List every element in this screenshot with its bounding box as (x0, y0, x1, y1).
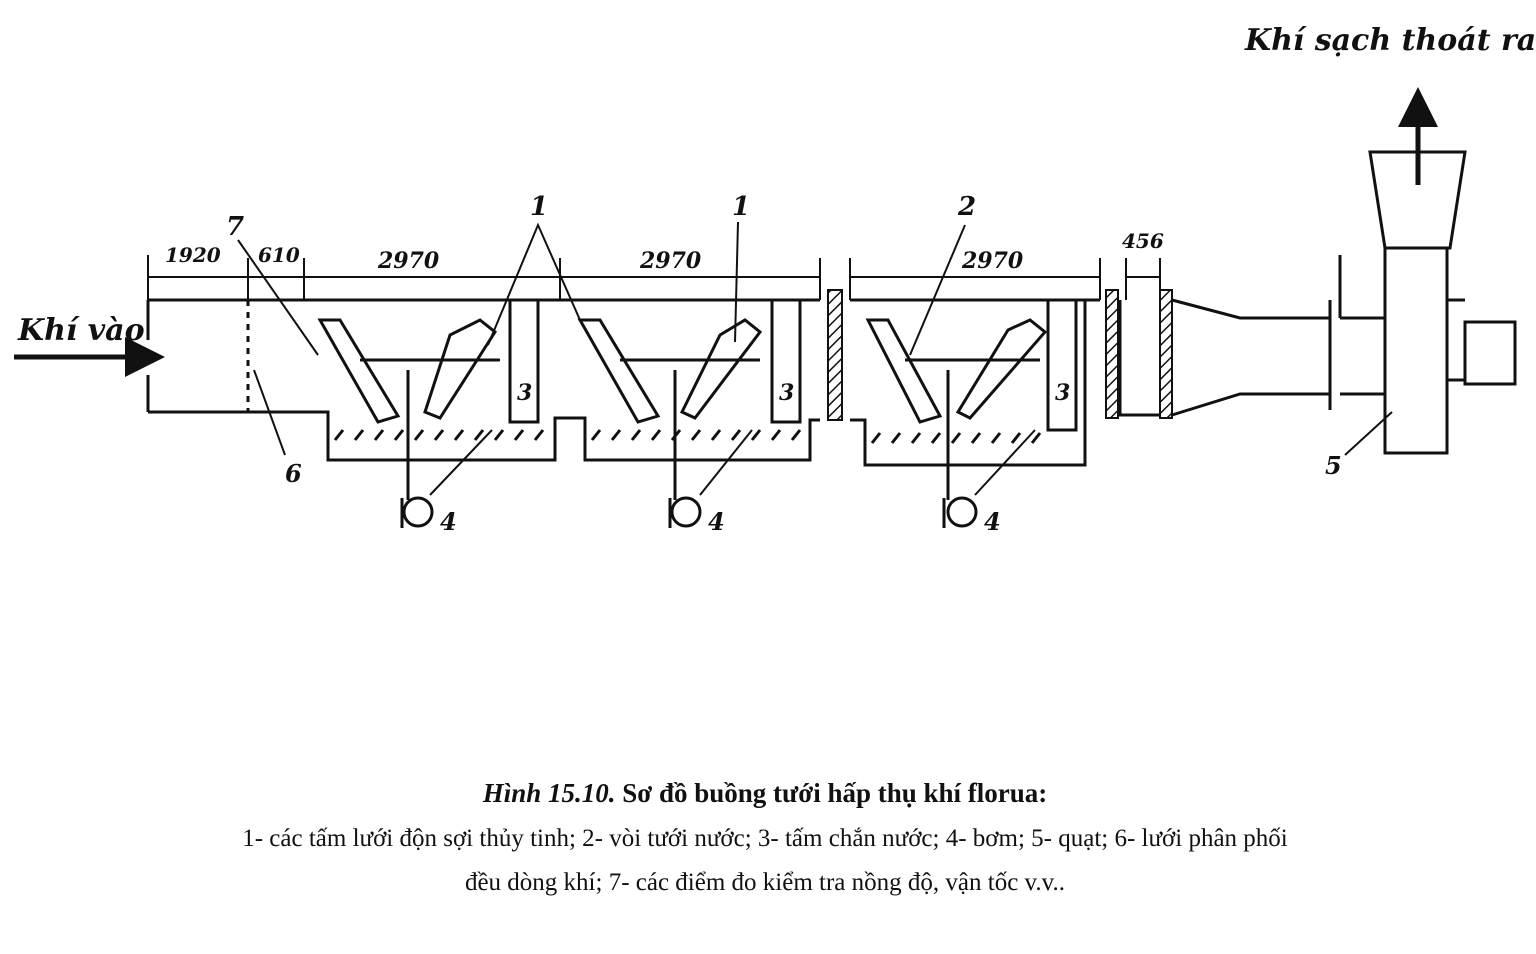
callout-4: 4 (708, 507, 725, 536)
dim-label: 610 (258, 243, 300, 267)
dim-label: 2970 (377, 248, 440, 274)
callout-2: 2 (957, 192, 976, 222)
figure-caption: Hình 15.10. Sơ đồ buồng tưới hấp thụ khí… (100, 778, 1430, 905)
callout-6: 6 (285, 459, 302, 488)
transition-duct (1171, 255, 1385, 417)
callout-4: 4 (440, 507, 457, 536)
caption-title-text: Sơ đồ buồng tưới hấp thụ khí florua: (622, 778, 1048, 808)
dim-label: 2970 (961, 248, 1024, 274)
outlet-label: Khí sạch thoát ra (1244, 23, 1536, 58)
scrubber-diagram: Khí vào 1920 610 2970 2970 2970 456 (14, 23, 1536, 536)
callout-1: 1 (732, 192, 750, 222)
flange-right (1159, 289, 1173, 419)
figure-number: Hình 15.10. (482, 778, 616, 808)
duct-body (146, 298, 1160, 467)
pumps (400, 370, 978, 528)
mesh-plates-2 (577, 298, 802, 424)
caption-line: đều dòng khí; 7- các điểm đo kiểm tra nồ… (464, 869, 1066, 896)
callout-4: 4 (984, 507, 1001, 536)
sump-teeth (333, 429, 1042, 444)
dim-label: 2970 (639, 248, 702, 274)
callout-3: 3 (779, 380, 794, 406)
mesh-plates-1 (317, 298, 540, 424)
separator-wall (827, 289, 843, 421)
fan (1368, 150, 1517, 455)
callout-7: 7 (226, 212, 244, 242)
callout-3: 3 (1055, 380, 1070, 406)
caption-line: 1- các tấm lưới độn sợi thủy tinh; 2- vò… (242, 825, 1288, 852)
callout-3: 3 (517, 380, 532, 406)
mesh-plates-3 (865, 298, 1078, 432)
inlet-label: Khí vào (17, 313, 145, 348)
flange-left (1105, 289, 1119, 419)
caption-title: Hình 15.10. Sơ đồ buồng tưới hấp thụ khí… (100, 778, 1430, 809)
dimension-line (147, 255, 1161, 300)
leader-lines (237, 221, 1393, 496)
dim-label: 456 (1122, 229, 1164, 253)
callout-1: 1 (530, 192, 548, 222)
callout-5: 5 (1325, 451, 1342, 480)
dim-label: 1920 (165, 243, 221, 267)
